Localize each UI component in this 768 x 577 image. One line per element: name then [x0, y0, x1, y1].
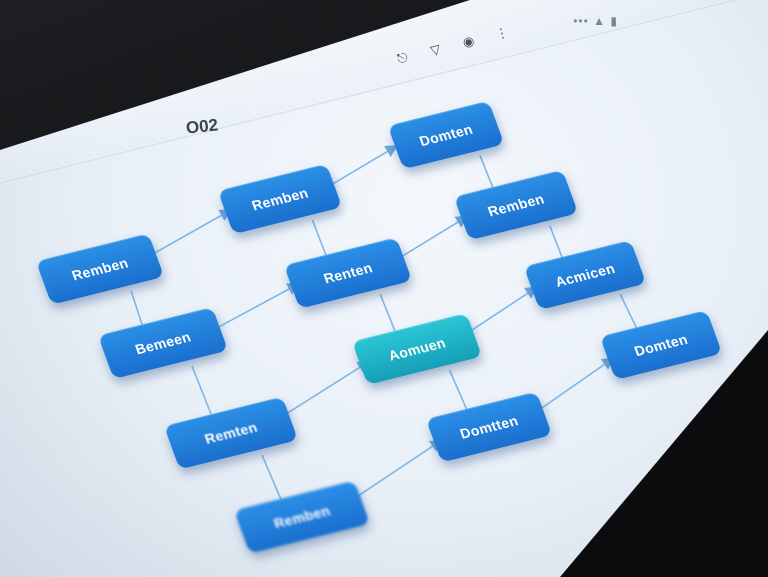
edge-n9-n12 [261, 454, 284, 504]
edge-n7-n10 [448, 369, 470, 415]
edge-n7-n8 [460, 286, 539, 339]
edge-n10-n11 [531, 357, 615, 416]
edge-n1-n4 [130, 290, 145, 330]
edge-n2-n5 [311, 219, 329, 261]
node-label: Remben [271, 502, 333, 532]
edge-n4-n9 [191, 365, 214, 419]
node-label: Renten [321, 259, 375, 287]
node-label: Remben [485, 190, 547, 220]
node-label: Remben [249, 184, 311, 214]
edge-n9-n7 [274, 360, 371, 422]
node-label: Domten [417, 120, 475, 150]
node-label: Remten [202, 419, 260, 447]
node-label: Acmicen [552, 260, 618, 290]
node-label: Domtten [457, 412, 521, 442]
edge-n1-n2 [144, 209, 233, 260]
node-label: Domten [632, 330, 690, 360]
edge-n5-n6 [392, 215, 469, 263]
edge-n2-n3 [324, 145, 399, 190]
edge-n5-n7 [379, 294, 398, 336]
node-label: Remben [69, 254, 131, 284]
node-label: Aomuen [386, 334, 448, 364]
node-label: Bemeen [132, 328, 194, 358]
edge-n12-n10 [344, 439, 444, 506]
edge-n4-n5 [207, 282, 301, 334]
